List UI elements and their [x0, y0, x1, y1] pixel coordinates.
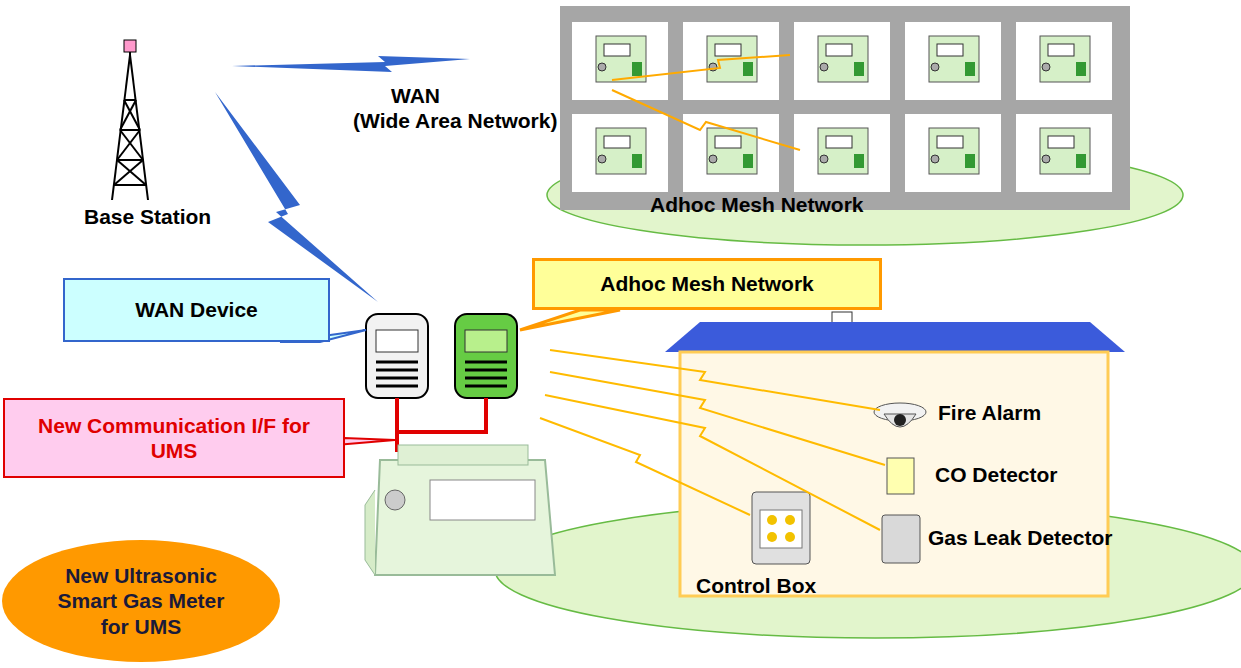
control-box-icon	[767, 515, 777, 525]
meter-grid	[572, 22, 1112, 192]
node-text: New Ultrasonic Smart Gas Meter for UMS	[41, 563, 241, 639]
wan-device-icon	[376, 330, 418, 352]
base-station-tower	[112, 40, 148, 200]
meter-icon	[929, 128, 979, 174]
control-box-icon	[760, 510, 802, 548]
meter-icon	[604, 44, 630, 56]
meter-icon	[1040, 128, 1090, 174]
meter-icon	[931, 63, 939, 71]
house-roof	[665, 322, 1125, 352]
gas-meter-display	[430, 480, 535, 520]
node-text: WAN Device	[135, 297, 258, 322]
meter-icon	[965, 154, 975, 168]
grid-cell	[1016, 22, 1112, 100]
meter-icon	[1042, 155, 1050, 163]
meter-icon	[1042, 63, 1050, 71]
callout-box: WAN Device	[63, 278, 330, 342]
meter-icon	[854, 154, 864, 168]
wan-device-icon	[366, 314, 428, 398]
mesh-device-icon	[465, 330, 507, 352]
meter-icon	[596, 36, 646, 82]
meter-icon	[818, 128, 868, 174]
node-text: New Communication I/F for UMS	[24, 413, 324, 463]
gas-leak-detector-icon	[882, 515, 920, 563]
meter-icon	[1076, 154, 1086, 168]
gas-meter	[375, 460, 555, 575]
grid-cell	[683, 22, 779, 100]
mesh-device-icon	[455, 314, 517, 398]
co-detector-icon	[887, 458, 914, 494]
meter-icon	[937, 136, 963, 148]
grid-cell	[1016, 114, 1112, 192]
gas-meter	[385, 490, 405, 510]
fire-alarm-icon	[884, 414, 916, 427]
label: Gas Leak Detector	[928, 526, 1112, 550]
grid-cell	[683, 114, 779, 192]
grid-cell	[572, 22, 668, 100]
meter-icon	[743, 154, 753, 168]
building	[560, 6, 1130, 210]
callout-box: Adhoc Mesh Network	[532, 258, 882, 310]
meter-icon	[1040, 36, 1090, 82]
meter-icon	[598, 155, 606, 163]
meter-icon	[929, 36, 979, 82]
callout-tail	[520, 310, 620, 330]
wire	[397, 398, 486, 432]
wan-device-icon	[376, 362, 418, 386]
meter-icon	[826, 44, 852, 56]
meter-icon	[632, 62, 642, 76]
grid-cell	[572, 114, 668, 192]
meter-icon	[709, 155, 717, 163]
meter-icon	[715, 44, 741, 56]
callout-box: New Communication I/F for UMS	[3, 398, 345, 478]
meter-icon	[743, 62, 753, 76]
grid-cell	[905, 114, 1001, 192]
label: Fire Alarm	[938, 401, 1041, 425]
control-box-icon	[785, 515, 795, 525]
meter-icon	[1048, 44, 1074, 56]
wan-link	[232, 56, 470, 72]
label: Control Box	[696, 574, 816, 598]
control-box-icon	[752, 492, 810, 564]
meter-icon	[820, 63, 828, 71]
gas-meter	[365, 490, 375, 575]
gas-meter	[398, 445, 528, 465]
meter-icon	[931, 155, 939, 163]
meter-icon	[854, 62, 864, 76]
node-text: Adhoc Mesh Network	[600, 271, 814, 296]
label: (Wide Area Network)	[353, 109, 557, 133]
house-body	[680, 352, 1108, 596]
label: CO Detector	[935, 463, 1058, 487]
label: WAN	[391, 84, 440, 108]
mesh-link	[612, 55, 800, 150]
meter-icon	[596, 128, 646, 174]
control-box-icon	[767, 532, 777, 542]
meter-icon	[598, 63, 606, 71]
meter-ellipse: New Ultrasonic Smart Gas Meter for UMS	[2, 540, 280, 662]
meter-icon	[820, 155, 828, 163]
meter-icon	[826, 136, 852, 148]
mesh-device-icon	[465, 362, 507, 386]
meter-icon	[1048, 136, 1074, 148]
label: Base Station	[84, 205, 211, 229]
label: Adhoc Mesh Network	[650, 193, 864, 217]
meter-icon	[818, 36, 868, 82]
grid-cell	[794, 114, 890, 192]
wireless-link	[540, 350, 885, 530]
meter-icon	[604, 136, 630, 148]
control-box-icon	[785, 532, 795, 542]
antenna	[124, 40, 136, 52]
grid-cell	[905, 22, 1001, 100]
meter-icon	[1076, 62, 1086, 76]
grid-cell	[794, 22, 890, 100]
meter-icon	[715, 136, 741, 148]
meter-icon	[965, 62, 975, 76]
meter-icon	[632, 154, 642, 168]
fire-alarm-icon	[894, 414, 906, 426]
meter-icon	[937, 44, 963, 56]
